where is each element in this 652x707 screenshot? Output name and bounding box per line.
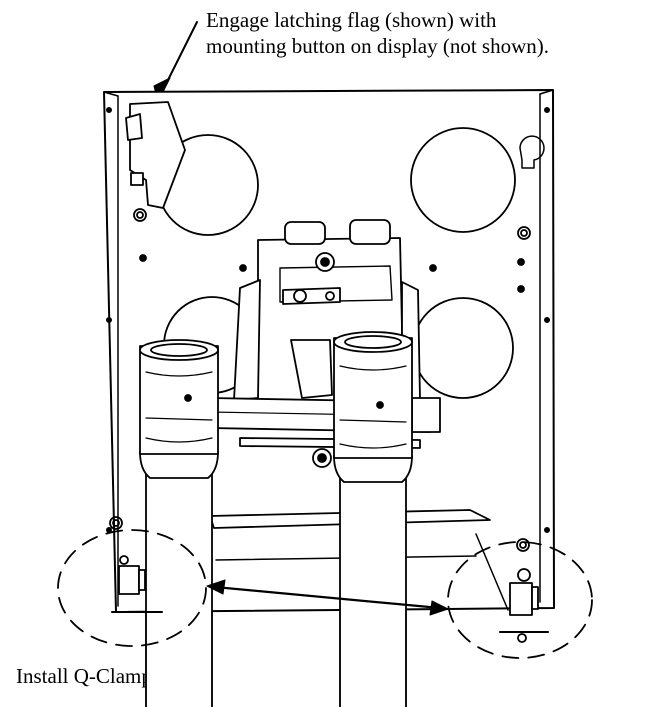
right-clamp-ellipse [447, 541, 593, 659]
pole-guide-lines [145, 611, 407, 707]
latch-callout-line-1: Engage latching flag (shown) with [206, 8, 497, 32]
right-pole [333, 331, 413, 707]
callout-ellipses [57, 529, 593, 659]
left-clamp-ellipse [57, 529, 207, 647]
q-clamp-left [111, 555, 163, 613]
latching-flag [125, 101, 186, 209]
latch-callout-line-2: mounting button on display (not shown). [206, 34, 549, 58]
left-pole [139, 339, 219, 707]
hole-top-right [410, 127, 516, 233]
spacing-arrow [206, 579, 449, 616]
latch-callout-text: Engage latching flag (shown) with mounti… [206, 7, 549, 59]
hole-bottom-right [412, 297, 514, 399]
right-clamp-leader [475, 533, 509, 611]
q-clamp-right [499, 568, 549, 643]
latch-leader [153, 21, 198, 103]
